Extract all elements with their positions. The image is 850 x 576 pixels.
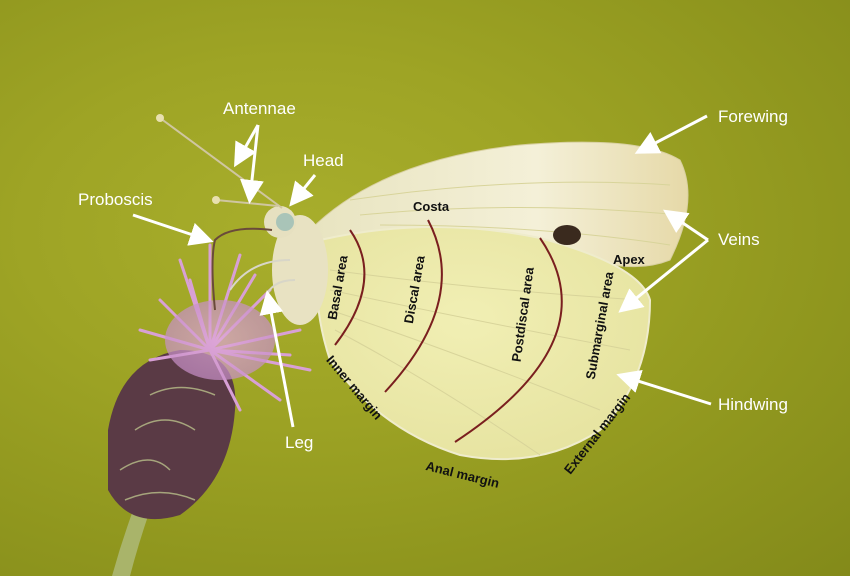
- hindwing-shape: [315, 225, 652, 461]
- proboscis-shape: [211, 227, 273, 311]
- label-forewing: Forewing: [718, 107, 788, 126]
- label-antennae: Antennae: [223, 99, 296, 118]
- wing-spot: [553, 225, 581, 245]
- flower-stem: [112, 505, 150, 576]
- antenna-1: [159, 117, 283, 209]
- label-proboscis: Proboscis: [78, 190, 153, 209]
- thistle-bud: [108, 350, 236, 520]
- label-apex: Apex: [613, 252, 645, 267]
- discal-arc: [384, 219, 443, 393]
- label-head: Head: [303, 151, 344, 170]
- eye: [276, 213, 294, 231]
- label-leg: Leg: [285, 433, 314, 452]
- basal-arc: [334, 229, 366, 346]
- label-hindwing: Hindwing: [718, 395, 788, 414]
- label-veins: Veins: [718, 230, 760, 249]
- postdiscal-arc: [454, 237, 563, 443]
- antenna-2: [215, 199, 279, 207]
- thorax: [272, 215, 328, 325]
- label-costa: Costa: [413, 199, 450, 214]
